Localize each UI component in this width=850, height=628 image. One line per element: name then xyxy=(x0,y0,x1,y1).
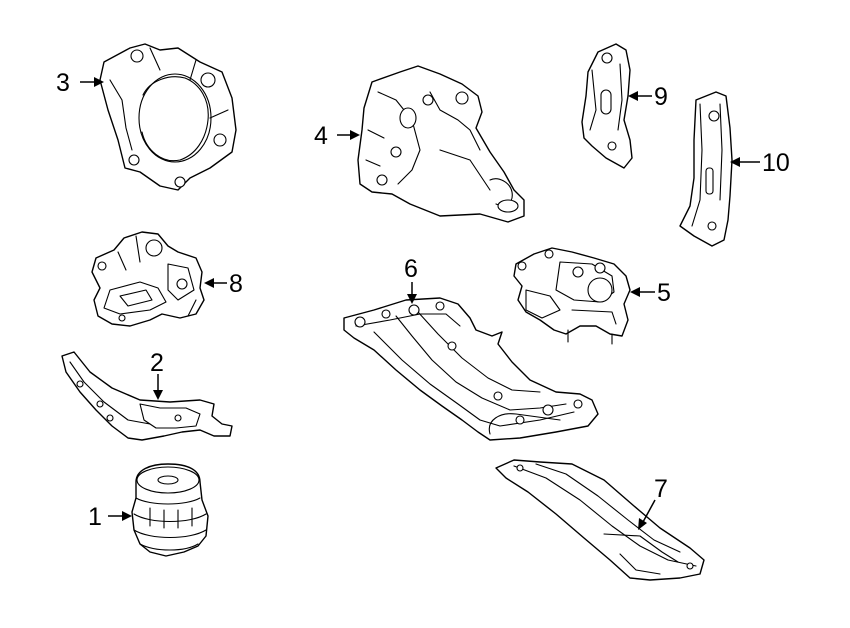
callout-leaders xyxy=(80,77,760,530)
part-4-engine-bracket xyxy=(357,65,525,223)
callout-9: 9 xyxy=(654,83,668,111)
part-3-transmission-bracket xyxy=(99,43,237,191)
leader-arrow-6 xyxy=(407,294,417,304)
part-6-crossmember xyxy=(343,297,599,441)
leader-arrow-8 xyxy=(204,278,214,288)
part-5-transmission-mount xyxy=(513,247,631,345)
callout-7: 7 xyxy=(654,475,668,503)
part-2-angle-bracket xyxy=(61,351,233,441)
callout-labels: 3 4 9 10 8 2 1 5 6 7 xyxy=(56,69,790,531)
part-7-skid-plate xyxy=(495,459,705,581)
part-8-mount-assembly xyxy=(91,231,205,327)
leader-arrow-3 xyxy=(94,77,104,87)
callout-5: 5 xyxy=(657,279,671,307)
callout-1: 1 xyxy=(88,503,102,531)
part-10-tall-bracket xyxy=(679,91,733,247)
leader-arrow-4 xyxy=(350,130,360,140)
leader-arrow-2 xyxy=(153,390,163,400)
leader-arrow-7 xyxy=(638,518,647,530)
callout-6: 6 xyxy=(404,255,418,283)
part-9-plate-bracket xyxy=(581,43,633,169)
part-1-engine-mount xyxy=(131,463,209,557)
callout-3: 3 xyxy=(56,69,70,97)
callout-2: 2 xyxy=(150,349,164,377)
leader-arrow-5 xyxy=(630,287,640,297)
leader-arrow-9 xyxy=(628,91,638,101)
leader-arrow-1 xyxy=(122,511,132,521)
callout-4: 4 xyxy=(314,122,328,150)
callout-8: 8 xyxy=(229,270,243,298)
leader-arrow-10 xyxy=(730,157,740,167)
callout-10: 10 xyxy=(762,149,790,177)
